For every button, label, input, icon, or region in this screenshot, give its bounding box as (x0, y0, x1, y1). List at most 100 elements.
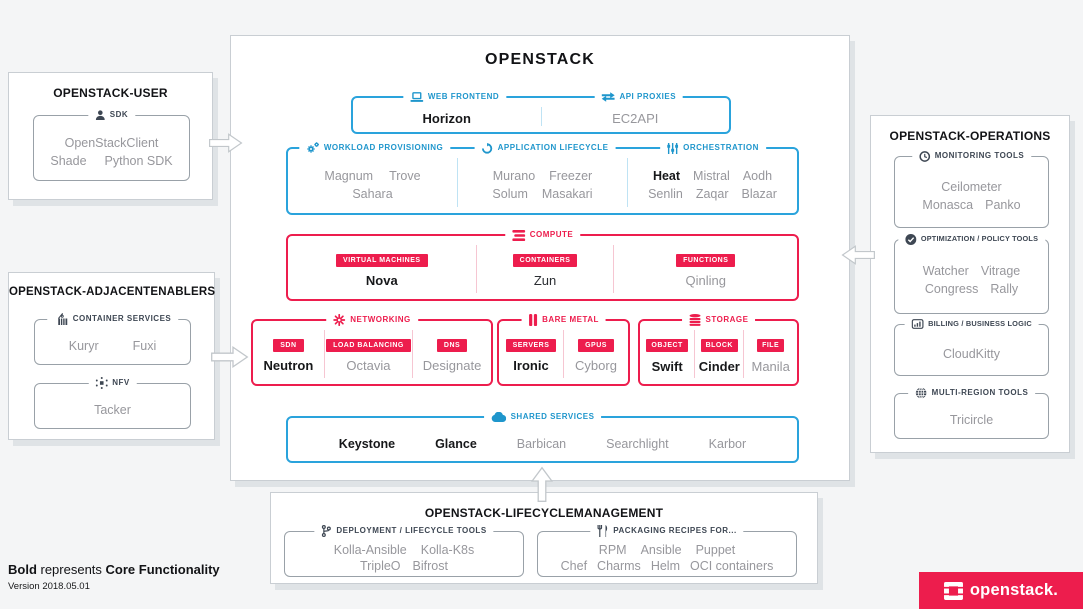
project-congress: Congress (924, 282, 979, 296)
project-kolla-ansible: Kolla-Ansible (333, 542, 407, 557)
group-deployment-label: DEPLOYMENT / LIFECYCLE TOOLS (314, 524, 494, 538)
optimization-items: Watcher Vitrage Congress Rally (895, 240, 1048, 313)
project-qinling: Qinling (685, 273, 726, 288)
storage-block: BLOCK Cinder (694, 330, 743, 378)
group-label-text: PACKAGING RECIPES FOR... (613, 526, 737, 535)
group-nfv-items: Tacker (35, 384, 190, 428)
project-heat: Heat (652, 168, 681, 183)
group-packaging-recipes: PACKAGING RECIPES FOR... RPM Ansible Pup… (537, 524, 797, 577)
user-panel-title: OPENSTACK-USER (53, 86, 168, 100)
group-packaging-label: PACKAGING RECIPES FOR... (590, 524, 744, 538)
legend-middle: represents (36, 562, 106, 577)
networking-dns: DNS Designate (412, 330, 491, 378)
group-label-text: DEPLOYMENT / LIFECYCLE TOOLS (336, 526, 487, 535)
group-label-text: SDK (109, 110, 129, 119)
project-magnum: Magnum (324, 168, 374, 183)
project-ec2api: EC2API (612, 111, 659, 126)
bare-metal-gpus: GPUS Cyborg (563, 330, 628, 378)
project-bifrost: Bifrost (412, 558, 448, 573)
group-sdk-items: OpenStackClient Shade Python SDK (34, 116, 189, 180)
project-kuryr: Kuryr (68, 338, 99, 353)
group-multi-region-label: MULTI-REGION TOOLS (907, 386, 1036, 400)
legend-bold-word: Bold (8, 562, 37, 577)
group-label-text: WEB FRONTEND (427, 92, 500, 101)
multi-region-items: Tricircle (895, 394, 1048, 438)
group-monitoring-label: MONITORING TOOLS (911, 149, 1032, 163)
group-label-text: API PROXIES (619, 92, 677, 101)
project-swift: Swift (651, 358, 683, 374)
compute-containers: CONTAINERS Zun (475, 245, 614, 293)
project-cloudkitty: CloudKitty (943, 346, 1000, 361)
clock-icon (918, 150, 930, 162)
badge-virtual-machines: VIRTUAL MACHINES (336, 254, 428, 267)
project-charms: Charms (597, 558, 641, 573)
orchestration-items: Heat Mistral Aodh Senlin Zaqar Blazar (627, 158, 797, 207)
group-networking-label: NETWORKING (326, 313, 418, 327)
group-label-text: SHARED SERVICES (510, 412, 595, 421)
legend: Bold represents Core Functionality Versi… (8, 562, 220, 592)
group-application-lifecycle-label: APPLICATION LIFECYCLE (474, 141, 616, 155)
group-networking: NETWORKING SDN Neutron LOAD BALANCING Oc… (251, 313, 493, 386)
project-ironic: Ironic (513, 358, 549, 373)
group-web-frontend-api-proxies: WEB FRONTEND API PROXIES Horizon EC2API (351, 90, 731, 134)
project-solum: Solum (492, 186, 528, 201)
group-bare-metal-label: BARE METAL (521, 313, 606, 327)
legend-line: Bold represents Core Functionality (8, 562, 220, 577)
group-storage: STORAGE OBJECT Swift BLOCK Cinder FILE M… (638, 313, 799, 386)
project-barbican: Barbican (516, 437, 567, 451)
api-proxies-items: EC2API (540, 107, 730, 126)
networking-load-balancing: LOAD BALANCING Octavia (323, 330, 412, 378)
project-aodh: Aodh (742, 168, 773, 183)
project-murano: Murano (492, 168, 536, 183)
project-kolla-k8s: Kolla-K8s (420, 542, 475, 557)
group-label-text: APPLICATION LIFECYCLE (497, 143, 609, 152)
arrow-lifecycle-to-openstack-icon (529, 466, 555, 507)
project-designate: Designate (422, 358, 482, 373)
group-provisioning-row: WORKLOAD PROVISIONING APPLICATION LIFECY… (286, 141, 799, 215)
cloud-icon (491, 412, 506, 422)
badge-functions: FUNCTIONS (676, 254, 736, 267)
group-orchestration-label: ORCHESTRATION (660, 141, 766, 155)
application-lifecycle-items: Murano Freezer Solum Masakari (457, 158, 627, 207)
group-nfv: NFV Tacker (34, 376, 191, 429)
openstack-logo-mark-icon (943, 581, 963, 600)
group-optimization-label: OPTIMIZATION / POLICY TOOLS (897, 232, 1046, 246)
refresh-icon (481, 142, 493, 154)
group-label-text: WORKLOAD PROVISIONING (323, 143, 444, 152)
deployment-items: Kolla-Ansible Kolla-K8s TripleO Bifrost (285, 532, 523, 576)
group-sdk-label: SDK (87, 108, 136, 122)
group-label-text: ORCHESTRATION (683, 143, 759, 152)
group-label-text: OPTIMIZATION / POLICY TOOLS (920, 234, 1039, 243)
arrow-adjacent-to-networking-icon (211, 344, 249, 375)
project-tricircle: Tricircle (949, 412, 994, 427)
badge-sdn: SDN (273, 339, 304, 352)
group-label-text: NETWORKING (350, 315, 411, 324)
project-manila: Manila (751, 358, 790, 374)
project-shade: Shade (50, 153, 87, 168)
badge-object: OBJECT (646, 338, 688, 352)
panel-openstack-adjacentenablers: OPENSTACK-ADJACENTENABLERS CONTAINER SER… (8, 272, 215, 440)
version-text: Version 2018.05.01 (8, 581, 90, 592)
db-cylinder-icon (689, 314, 701, 326)
project-puppet: Puppet (695, 542, 736, 557)
group-api-proxies-label: API PROXIES (594, 90, 684, 104)
server-bars-icon (528, 314, 537, 326)
project-oci-containers: OCI containers (689, 558, 774, 573)
laptop-icon (409, 92, 423, 102)
badge-gpus: GPUS (578, 339, 614, 352)
project-mistral: Mistral (693, 168, 730, 183)
project-helm: Helm (650, 558, 680, 573)
project-openstackclient: OpenStackClient (64, 135, 159, 150)
project-trove: Trove (389, 168, 421, 183)
badge-block: BLOCK (700, 338, 738, 352)
monitoring-items: Ceilometer Monasca Panko (895, 157, 1048, 227)
legend-core-text: Core Functionality (105, 562, 220, 577)
asterisk-hub-icon (333, 314, 346, 326)
group-container-services-items: Kuryr Fuxi (35, 320, 190, 364)
project-freezer: Freezer (549, 168, 593, 183)
adjacent-panel-title: OPENSTACK-ADJACENTENABLERS (9, 286, 216, 298)
arrow-operations-to-openstack-icon (841, 242, 875, 273)
gears-icon (306, 142, 319, 154)
badge-containers: CONTAINERS (512, 254, 578, 267)
git-branch-icon (321, 525, 331, 537)
